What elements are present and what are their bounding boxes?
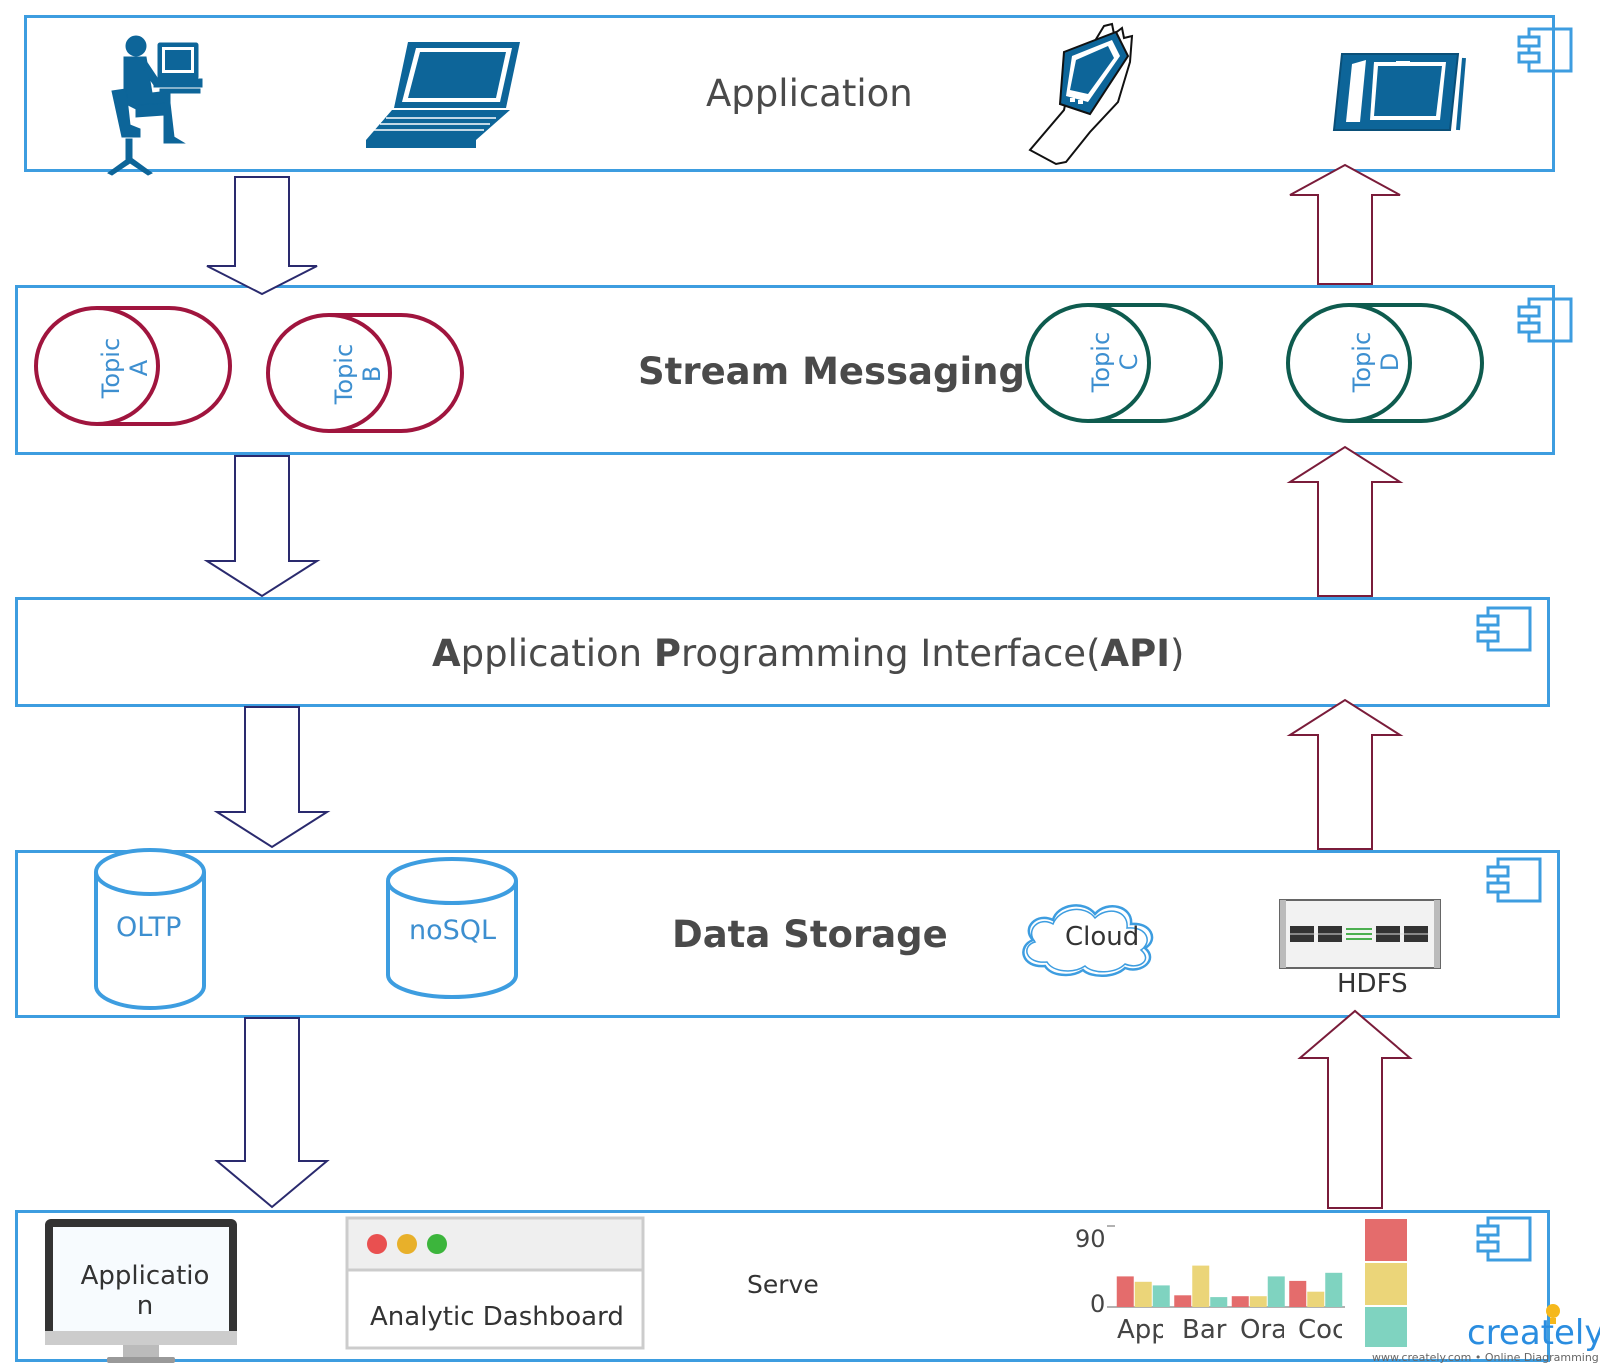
chart-bar <box>1249 1296 1267 1307</box>
chart-ytick-0: 0 <box>1090 1290 1106 1318</box>
monitor-icon <box>45 1219 237 1363</box>
monitor-application-label: Applicatio n <box>80 1261 210 1321</box>
topic-a-queue <box>34 306 232 426</box>
chart-xtick-label: Ora <box>1240 1315 1284 1345</box>
api-layer <box>15 597 1550 707</box>
chart-bar <box>1289 1280 1307 1307</box>
minimize-dot-icon <box>397 1234 417 1254</box>
application-layer <box>24 15 1555 172</box>
chart-bar <box>1231 1296 1249 1307</box>
component-icon <box>1486 857 1542 903</box>
chart-bar <box>1192 1265 1210 1307</box>
chart-xtick-label: App <box>1117 1315 1163 1345</box>
component-icon <box>1517 297 1573 343</box>
chart-xtick-label: Bar <box>1182 1315 1227 1345</box>
down-arrow <box>213 706 331 849</box>
creately-bulb-icon <box>1546 1304 1560 1324</box>
laptop-icon <box>366 42 520 148</box>
application-layer-title: Application <box>706 72 913 115</box>
down-arrow <box>214 1017 330 1209</box>
topic-d-label: Topic D <box>1348 331 1404 393</box>
maximize-dot-icon <box>427 1234 447 1254</box>
component-icon <box>1476 1216 1532 1262</box>
data-storage-title: Data Storage <box>672 913 948 956</box>
hdfs-label: HDFS <box>1337 969 1408 999</box>
oltp-database-icon <box>94 848 206 1010</box>
api-title-part-3: rogramming Interface( <box>680 632 1101 675</box>
api-title-initial-p: P <box>653 632 681 675</box>
api-layer-title: Application Programming Interface(API) <box>432 632 1184 675</box>
down-arrow <box>206 176 318 296</box>
down-arrow <box>203 455 321 598</box>
hdfs-server-rack-icon <box>1279 899 1441 969</box>
chart-bar <box>1325 1272 1343 1307</box>
dashboard-window <box>345 1216 645 1350</box>
tablet-icon <box>1332 53 1466 131</box>
chart-bar <box>1174 1295 1192 1307</box>
creately-tagline: www.creately.com • Online Diagramming <box>1372 1351 1599 1364</box>
topic-c-label: Topic C <box>1087 331 1143 393</box>
api-title-part-1: pplication <box>460 632 654 675</box>
up-arrow <box>1297 1009 1413 1209</box>
user-workstation-icon <box>107 35 203 176</box>
topic-b-label: Topic B <box>330 343 386 405</box>
chart-ytick-90: 90 <box>1075 1225 1106 1253</box>
oltp-label: OLTP <box>116 912 182 943</box>
dashboard-label: Analytic Dashboard <box>370 1302 624 1332</box>
close-dot-icon <box>367 1234 387 1254</box>
stacked-legend-bar <box>1365 1219 1407 1347</box>
chart-bar <box>1116 1276 1134 1307</box>
topic-b-queue <box>266 313 464 433</box>
api-title-acronym: API <box>1100 632 1171 675</box>
component-icon <box>1517 27 1573 73</box>
chart-bar <box>1267 1276 1285 1307</box>
stream-messaging-title: Stream Messaging <box>638 350 1026 393</box>
chart-bar <box>1210 1297 1228 1307</box>
api-title-part-5: ) <box>1170 632 1185 675</box>
topic-c-queue <box>1025 303 1223 423</box>
serve-layer-title: Serve <box>747 1270 819 1299</box>
chart-bar <box>1152 1285 1170 1307</box>
cloud-icon <box>1022 904 1154 977</box>
nosql-label: noSQL <box>409 915 497 946</box>
creately-logo: creately <box>1467 1313 1600 1353</box>
handheld-device-icon <box>1028 22 1134 166</box>
up-arrow <box>1286 445 1404 597</box>
up-arrow <box>1286 698 1404 850</box>
chart-xtick-label: Coc <box>1298 1315 1342 1345</box>
topic-a-label: Topic A <box>97 337 153 399</box>
chart-bar <box>1134 1281 1152 1307</box>
up-arrow <box>1289 163 1401 285</box>
mini-bar-chart <box>1107 1225 1345 1308</box>
cloud-label: Cloud <box>1065 922 1140 952</box>
api-title-initial-a: A <box>432 632 461 675</box>
topic-d-queue <box>1286 303 1484 423</box>
chart-bar <box>1307 1291 1325 1307</box>
nosql-database-icon <box>386 857 518 999</box>
component-icon <box>1476 606 1532 652</box>
